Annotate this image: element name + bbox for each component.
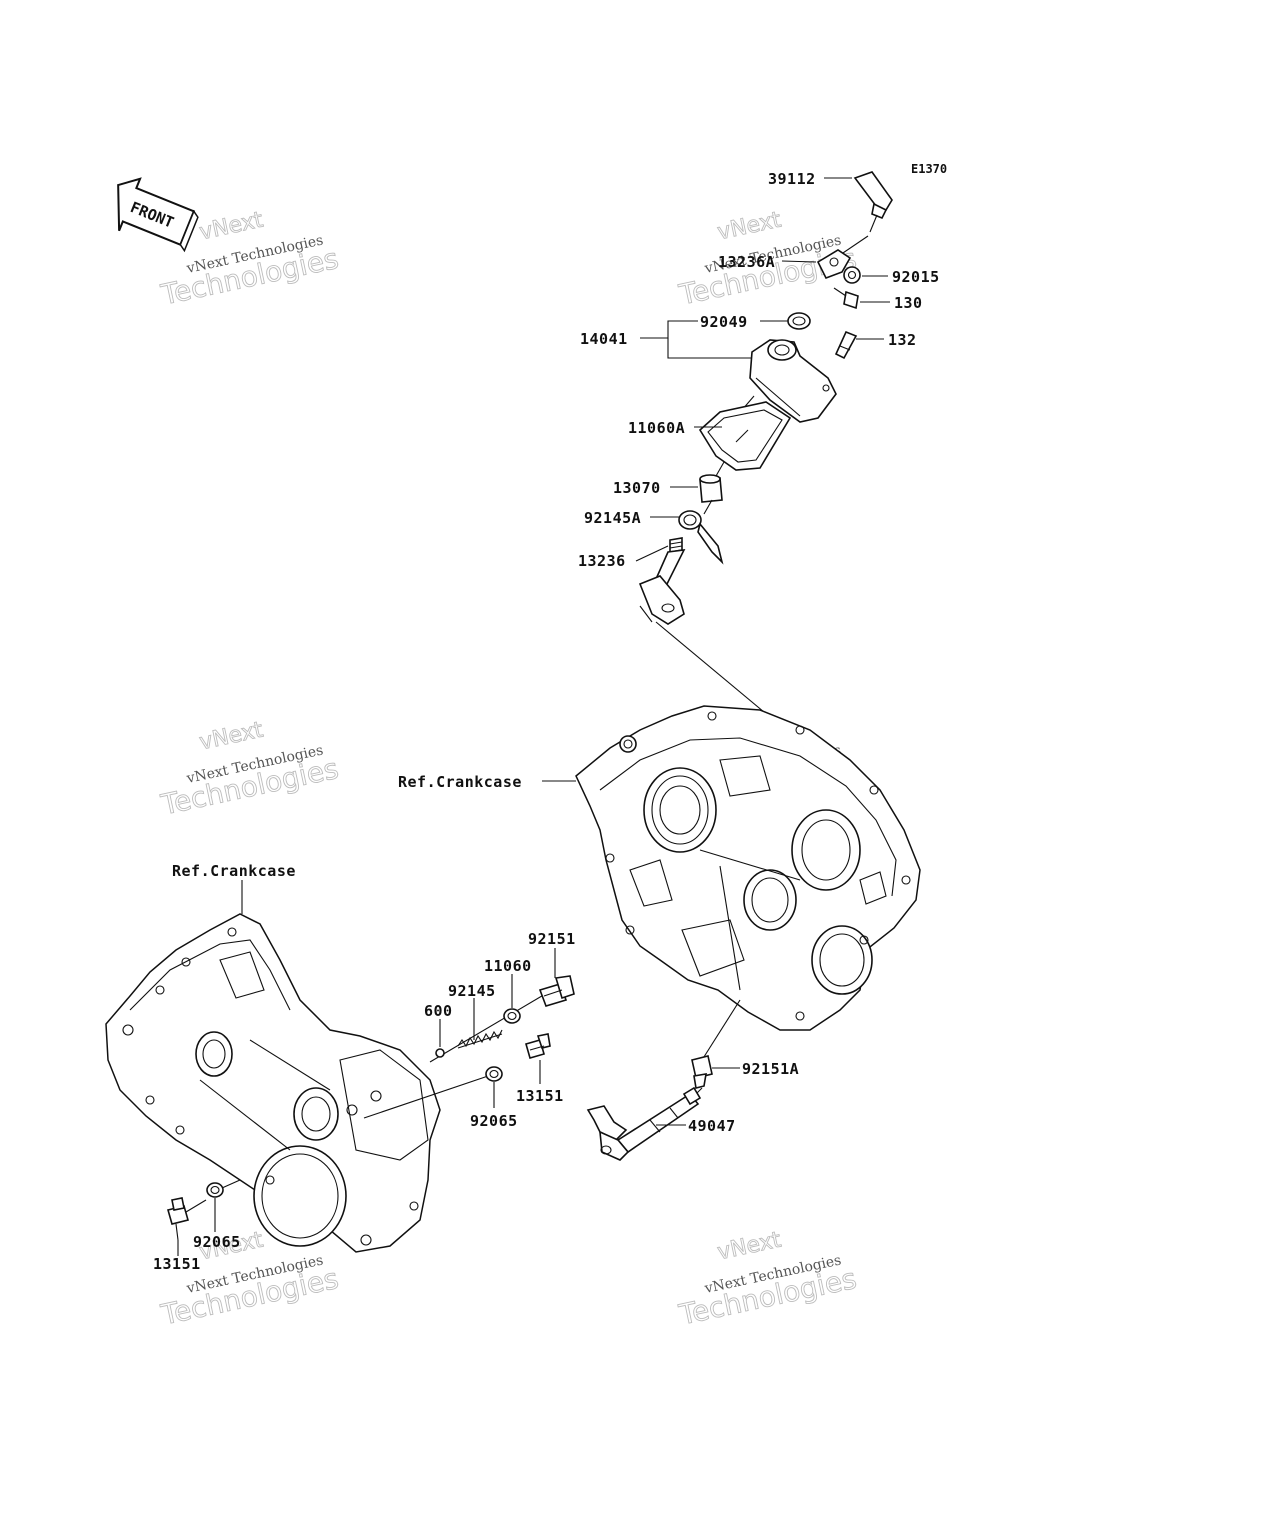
label-13151-right: 13151 (516, 1087, 564, 1105)
part-132-bolt (834, 330, 858, 360)
part-600-ball (435, 1048, 445, 1058)
label-130: 130 (894, 294, 923, 312)
part-11060-gasket (503, 1008, 521, 1024)
label-13151-left: 13151 (153, 1255, 201, 1273)
part-13151-left-bolt (167, 1197, 189, 1241)
label-39112: 39112 (768, 170, 816, 188)
part-13236a-lever (816, 249, 852, 280)
part-92049-seal (787, 312, 811, 330)
crankcase-left (105, 913, 441, 1253)
part-130-bolt (833, 287, 859, 310)
diagram-code: E1370 (911, 162, 947, 176)
label-13070: 13070 (613, 479, 661, 497)
label-600: 600 (424, 1002, 453, 1020)
label-92151: 92151 (528, 930, 576, 948)
label-ref-crankcase-left: Ref.Crankcase (172, 862, 296, 880)
label-13236: 13236 (578, 552, 626, 570)
label-92145: 92145 (448, 982, 496, 1000)
part-13236-shaft (638, 537, 686, 625)
part-92065-right-washer (485, 1066, 503, 1082)
svg-text:vNext: vNext (197, 717, 265, 755)
part-92065-left-washer (206, 1182, 224, 1198)
part-11060a-gasket (698, 401, 792, 471)
watermark-bottom-right: vNext vNext Technologies Technologies (675, 1227, 860, 1332)
label-11060a: 11060A (628, 419, 685, 437)
part-92151-plug (538, 975, 575, 1007)
label-92049: 92049 (700, 313, 748, 331)
label-92065-right: 92065 (470, 1112, 518, 1130)
label-92151a: 92151A (742, 1060, 799, 1078)
label-92145a: 92145A (584, 509, 641, 527)
label-49047: 49047 (688, 1117, 736, 1135)
part-49047-shift-shaft (586, 1086, 702, 1161)
part-92145-spring (457, 1029, 503, 1049)
part-92145a-spring (678, 510, 724, 565)
label-92065-left: 92065 (193, 1233, 241, 1251)
svg-text:vNext: vNext (715, 1227, 783, 1265)
label-11060: 11060 (484, 957, 532, 975)
label-14041: 14041 (580, 330, 628, 348)
part-39112-rod (853, 171, 893, 233)
label-92015: 92015 (892, 268, 940, 286)
part-14041-cover (749, 339, 837, 423)
front-arrow-icon: FRONT (117, 177, 199, 253)
label-132: 132 (888, 331, 917, 349)
part-13070-collar (699, 474, 723, 503)
label-13236a: 13236A (718, 253, 775, 271)
svg-text:vNext: vNext (197, 207, 265, 245)
part-92151a-plug (691, 1055, 713, 1089)
svg-text:vNext: vNext (715, 207, 783, 245)
part-13151-right (525, 1033, 551, 1059)
watermark-mid-left: vNext vNext Technologies Technologies (157, 717, 342, 822)
crankcase-right (575, 705, 921, 1031)
part-92015-nut (843, 266, 861, 284)
label-ref-crankcase-right: Ref.Crankcase (398, 773, 522, 791)
